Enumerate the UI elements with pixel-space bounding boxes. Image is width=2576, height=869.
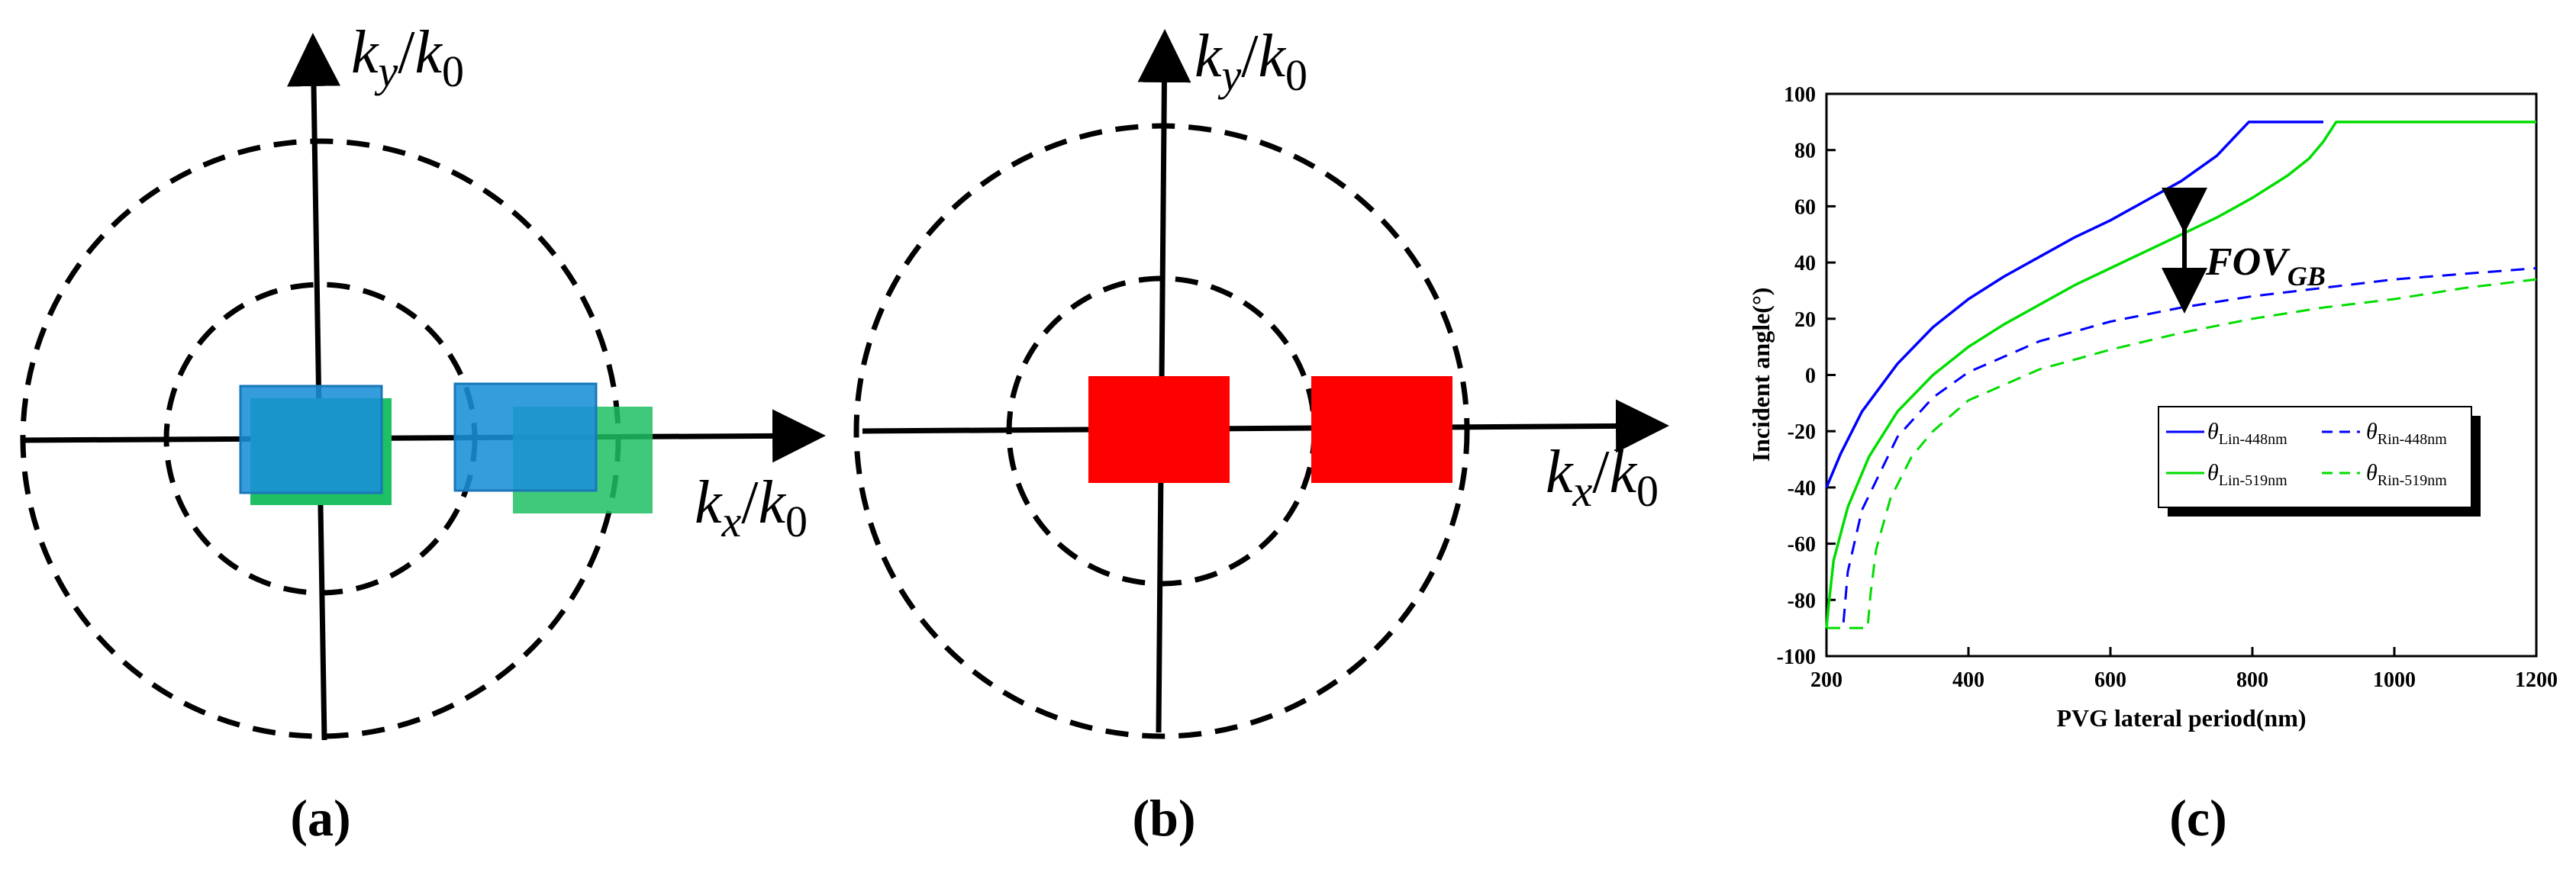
x-tick-label: 600 [2094, 668, 2126, 692]
legend-entry-rin-448: θRin-448nm [2322, 419, 2447, 448]
legend-entry-rin-519: θRin-519nm [2322, 460, 2447, 489]
panel-c: 200 400 600 800 1000 1200 -100 -80 -60 -40 -20 0 20 4… [1747, 83, 2558, 847]
y-tick-label: -60 [1788, 533, 1816, 557]
blue-box-center [239, 385, 383, 494]
legend-label: θLin-519nm [2207, 460, 2287, 489]
y-tick-label: 100 [1784, 83, 1816, 107]
chart-legend: θLin-448nm θRin-448nm θLin-519nm θRin-51… [2158, 406, 2481, 517]
kx-axis [862, 399, 1669, 453]
y-tick-label: -40 [1788, 477, 1816, 500]
x-axis-label: PVG lateral period(nm) [2056, 704, 2306, 732]
red-box-center [1088, 376, 1230, 483]
series-line [1826, 278, 2537, 629]
panel-a-caption: (a) [290, 789, 350, 847]
panel-a: ky/k0 kx/k0 (a) [20, 19, 826, 847]
y-tick-label: -80 [1788, 589, 1816, 613]
y-tick-label: 80 [1794, 140, 1816, 163]
y-axis-label: Incident angle(°) [1747, 288, 1775, 462]
panel-b-caption: (b) [1132, 789, 1195, 847]
blue-box-right [453, 382, 598, 492]
series-line [1825, 121, 2323, 488]
y-tick-label: -20 [1788, 420, 1816, 444]
x-tick-label: 400 [1952, 668, 1984, 692]
kx-label: kx/k0 [695, 469, 808, 546]
x-tick-label: 800 [2236, 668, 2268, 692]
series-line [1825, 121, 2536, 629]
x-tick-label: 1200 [2515, 668, 2558, 692]
legend-box [2158, 406, 2472, 508]
panel-c-caption: (c) [2169, 789, 2226, 847]
panel-b: ky/k0 kx/k0 (b) [853, 23, 1669, 847]
y-tick-label: 0 [1805, 365, 1816, 388]
y-tick-label: -100 [1777, 645, 1816, 669]
red-box-right [1311, 376, 1452, 483]
legend-label: θLin-448nm [2207, 419, 2287, 448]
kx-axis [22, 409, 826, 463]
legend-label: θRin-519nm [2366, 460, 2447, 489]
y-tick-label: 40 [1794, 252, 1816, 275]
kx-label: kx/k0 [1546, 439, 1659, 516]
legend-label: θRin-448nm [2366, 419, 2447, 448]
y-tick-label: 60 [1794, 195, 1816, 219]
ky-label: ky/k0 [1195, 23, 1307, 100]
ky-label: ky/k0 [351, 19, 464, 96]
series-line [1842, 267, 2537, 623]
fov-annotation: FOVGB [2205, 240, 2326, 291]
legend-entry-lin-448: θLin-448nm [2166, 419, 2287, 448]
x-tick-label: 1000 [2373, 668, 2416, 692]
axis-ticks: 200 400 600 800 1000 1200 -100 -80 -60 -40 -20 0 20 4… [1777, 83, 2558, 692]
x-tick-label: 200 [1810, 668, 1843, 692]
legend-entry-lin-519: θLin-519nm [2166, 460, 2287, 489]
y-tick-label: 20 [1794, 308, 1816, 332]
chart-plot-area: 200 400 600 800 1000 1200 -100 -80 -60 -40 -20 0 20 4… [1777, 83, 2558, 692]
series-layer [1825, 121, 2537, 629]
